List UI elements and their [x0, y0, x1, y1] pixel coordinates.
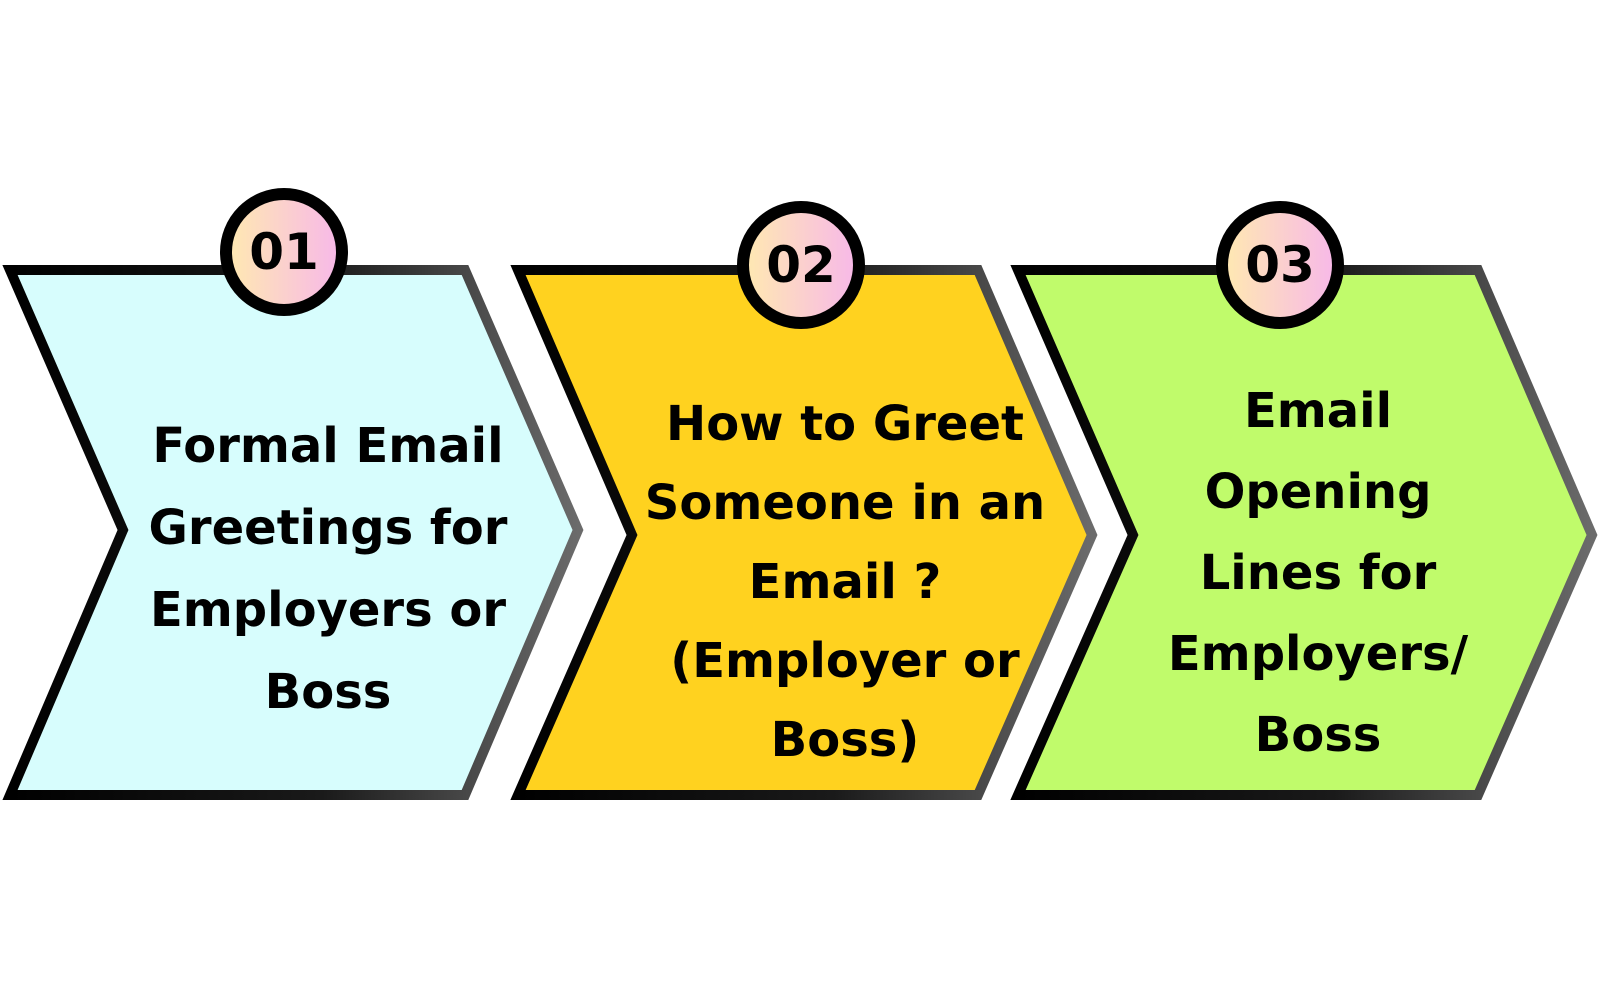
step-03-line-4: Employers/ — [1168, 626, 1469, 682]
step-03-line-3: Lines for — [1200, 545, 1437, 601]
step-02-line-5: Boss) — [771, 712, 920, 768]
step-03-line-1: Email — [1244, 383, 1392, 439]
step-01-line-4: Boss — [265, 664, 392, 720]
step-02-line-4: (Employer or — [670, 633, 1020, 689]
step-03-badge-circle — [1216, 201, 1344, 329]
step-03-chevron-arrow-shape — [1010, 265, 1598, 800]
step-01-line-2: Greetings for — [149, 500, 508, 556]
step-03-text: Email Opening Lines for Employers/ Boss — [1168, 383, 1469, 763]
step-02-line-2: Someone in an — [645, 475, 1045, 531]
step-02-line-1: How to Greet — [666, 396, 1024, 452]
step-01-number: 01 — [249, 223, 319, 281]
step-03: Email Opening Lines for Employers/ Boss … — [1010, 201, 1598, 800]
step-03-line-5: Boss — [1255, 707, 1382, 763]
step-01-line-3: Employers or — [150, 582, 506, 638]
step-02-text: How to Greet Someone in an Email ? (Empl… — [645, 396, 1045, 768]
step-01-text: Formal Email Greetings for Employers or … — [149, 418, 508, 720]
step-02-badge-circle — [737, 201, 865, 329]
step-03-line-2: Opening — [1205, 464, 1432, 520]
step-02-chevron-arrow-shape — [510, 265, 1098, 800]
step-01: Formal Email Greetings for Employers or … — [2, 188, 584, 800]
step-02-number: 02 — [766, 236, 836, 294]
step-01-badge-circle — [220, 188, 348, 316]
step-02-number-badge: 02 — [737, 201, 865, 329]
step-02-line-3: Email ? — [749, 554, 942, 610]
step-02: How to Greet Someone in an Email ? (Empl… — [510, 201, 1098, 800]
step-01-line-1: Formal Email — [152, 418, 503, 474]
step-01-chevron-arrow-shape — [2, 265, 584, 800]
step-03-number: 03 — [1245, 236, 1315, 294]
step-03-number-badge: 03 — [1216, 201, 1344, 329]
step-01-number-badge: 01 — [220, 188, 348, 316]
